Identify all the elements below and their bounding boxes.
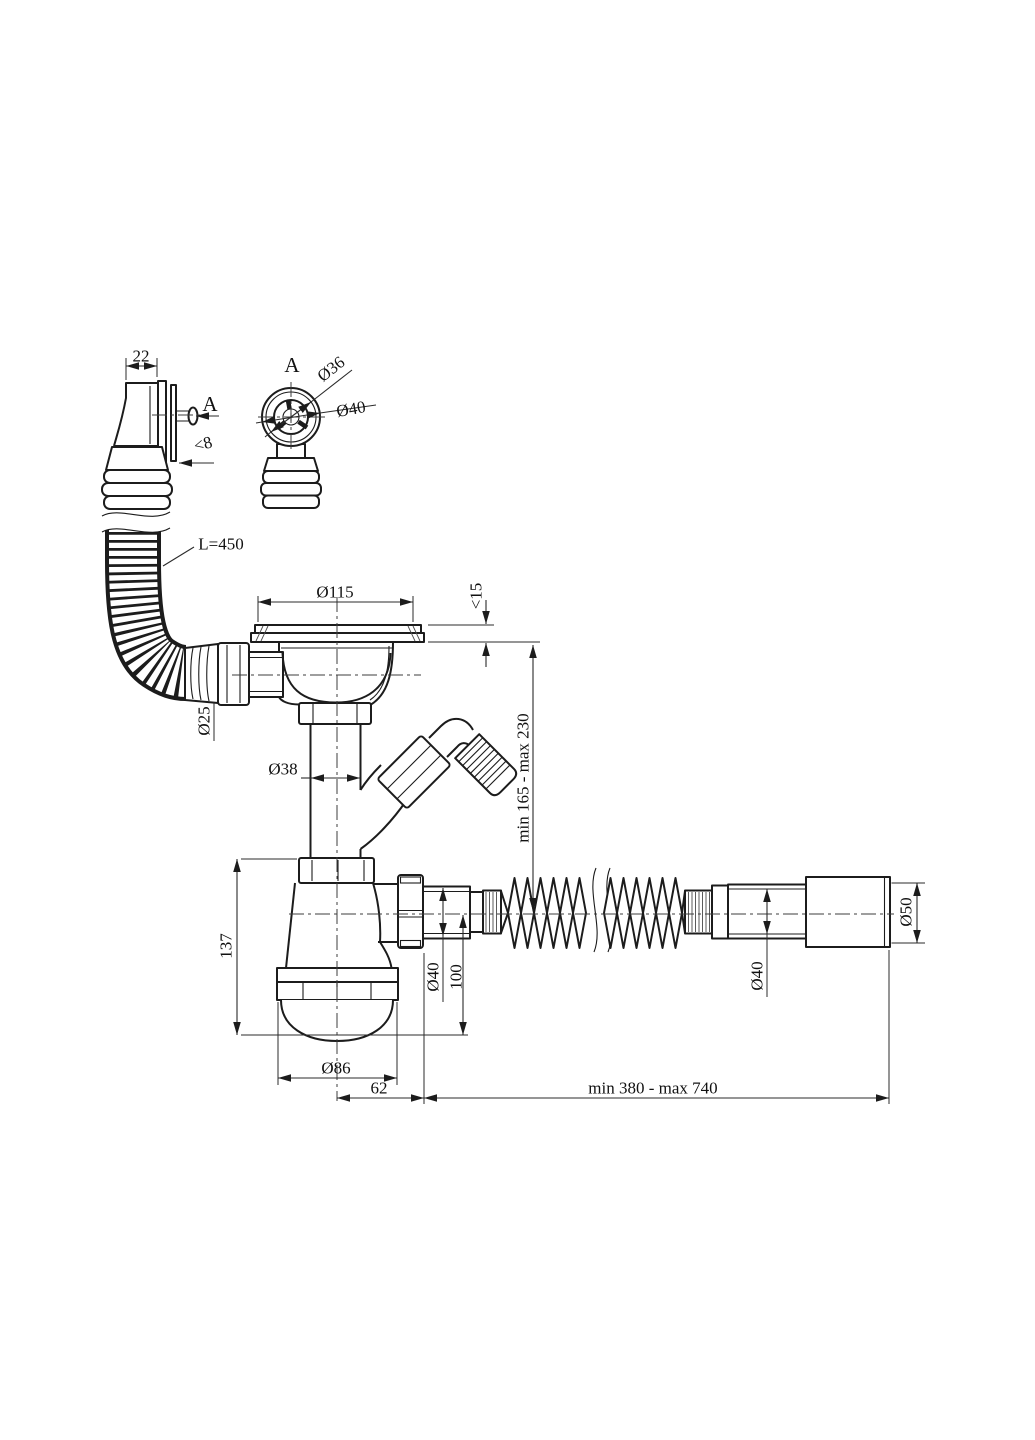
corrugated-outlet-pipe <box>507 867 683 953</box>
dimension-labels: 22 A <8 A Ø36 Ø40 L=450 Ø25 Ø115 <15 Ø38… <box>133 347 916 1098</box>
overflow-washer-plate <box>170 384 177 462</box>
branch-nut <box>377 735 451 809</box>
dim-outlet-offset-label: 62 <box>371 1079 388 1098</box>
dimensions <box>125 358 925 1104</box>
overflow-hose <box>101 511 219 704</box>
dim-cup-diameter-label: Ø86 <box>321 1059 350 1078</box>
branch-hose-barb <box>454 733 518 797</box>
dim-hose-diameter-label: Ø25 <box>195 706 214 735</box>
dim-end-diameter-label: Ø50 <box>897 897 916 926</box>
dim-pipe-diameter-label: Ø38 <box>268 760 297 779</box>
hose-nut <box>217 642 284 706</box>
dim-length-range-label: min 380 - max 740 <box>588 1079 717 1098</box>
dim-flange-diameter-label: Ø115 <box>316 583 353 602</box>
hose-break <box>102 512 170 533</box>
tailpipe <box>309 724 362 857</box>
hose-taper <box>184 643 219 704</box>
dim-overflow-wall-label: <8 <box>192 432 214 455</box>
outlet-end-piece <box>805 876 891 948</box>
outlet-thread-right <box>684 889 713 935</box>
dim-outlet-pipe-diameter-label: Ø40 <box>748 961 767 990</box>
drain-bowl <box>278 641 394 725</box>
detail-a-title: A <box>284 353 300 377</box>
outlet-assembly <box>397 867 891 953</box>
outlet-nut <box>397 874 424 949</box>
dim-trap-depth-label: 100 <box>447 964 466 990</box>
overflow-screw <box>176 406 199 426</box>
section-arrow-label: A <box>202 392 218 416</box>
hose-length-label: L=450 <box>198 535 243 554</box>
dim-trap-outlet-diameter-label: Ø40 <box>424 962 443 991</box>
dishwasher-branch <box>359 718 518 850</box>
dim-detail-outer-diameter-label: Ø40 <box>335 397 367 421</box>
dim-grate-diameter-label: Ø36 <box>314 353 349 386</box>
overflow-elbow <box>101 380 199 510</box>
bowl-nut <box>298 702 372 725</box>
overflow-outlet-flare <box>105 446 169 471</box>
dim-trap-height-label: 137 <box>217 933 236 959</box>
dim-overflow-width-label: 22 <box>133 347 150 366</box>
dim-flange-height-label: <15 <box>467 583 486 610</box>
dim-height-range-label: min 165 - max 230 <box>514 713 533 842</box>
